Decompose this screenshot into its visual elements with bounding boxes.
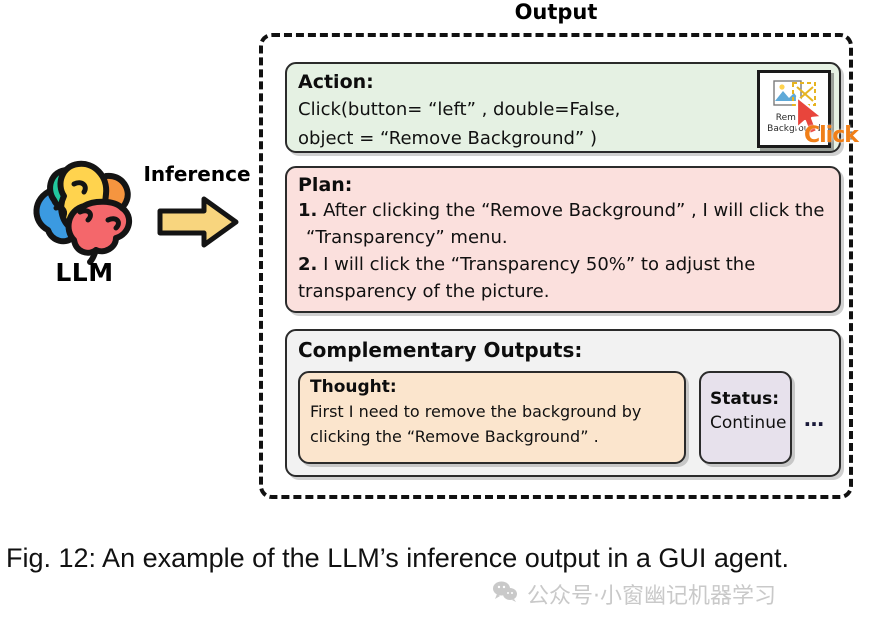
plan-step-2-number: 2. — [298, 254, 318, 275]
action-panel: Action: Click(button= “left” , double=Fa… — [285, 62, 859, 153]
inference-label: Inference — [143, 162, 251, 186]
status-value: Continue — [710, 413, 787, 433]
watermark: 公众号·小窗幽记机器学习 — [492, 578, 776, 610]
plan-step-1-line-2: “Transparency” menu. — [306, 227, 508, 248]
plan-panel: Plan: 1. After clicking the “Remove Back… — [285, 166, 841, 313]
plan-step-1-text: After clicking the “Remove Background” ,… — [317, 200, 825, 221]
click-annotation: Click — [804, 123, 859, 148]
plan-step-2-text: I will click the “Transparency 50%” to a… — [317, 254, 756, 275]
action-title: Action: — [298, 71, 374, 93]
plan-step-2-line-1: 2. I will click the “Transparency 50%” t… — [298, 251, 829, 278]
wechat-icon — [492, 580, 518, 608]
thumbnail-caption-line1: Remove — [775, 113, 813, 123]
status-panel: Status: Continue — [699, 371, 792, 464]
action-call-line2: object = “Remove Background” ) — [298, 128, 597, 149]
plan-step-1-number: 1. — [298, 200, 318, 221]
thumbnail-caption-line2: Background — [767, 124, 821, 134]
output-title: Output — [514, 0, 598, 24]
complementary-outputs-panel: Complementary Outputs: Thought: First I … — [285, 329, 841, 477]
status-title: Status: — [710, 389, 779, 409]
thought-title: Thought: — [310, 377, 397, 397]
thought-line-2: clicking the “Remove Background” . — [310, 427, 599, 446]
more-outputs-ellipsis: … — [804, 407, 825, 431]
right-arrow-icon — [152, 193, 244, 251]
brain-icon — [22, 150, 147, 265]
complementary-outputs-title: Complementary Outputs: — [298, 338, 583, 362]
remove-background-icon — [773, 79, 819, 117]
thought-line-1: First I need to remove the background by — [310, 402, 642, 421]
thumbnail-caption: Remove Background — [760, 113, 828, 135]
output-container: Action: Click(button= “left” , double=Fa… — [259, 33, 859, 499]
thought-panel: Thought: First I need to remove the back… — [298, 371, 686, 464]
figure-caption: Fig. 12: An example of the LLM’s inferen… — [6, 543, 789, 573]
remove-background-thumbnail[interactable]: Remove Background Click — [757, 70, 859, 148]
llm-label: LLM — [55, 258, 114, 287]
action-call-line1: Click(button= “left” , double=False, — [298, 99, 621, 120]
watermark-text: 公众号·小窗幽记机器学习 — [527, 584, 776, 609]
plan-step-2-line-2: transparency of the picture. — [298, 281, 550, 302]
plan-step-1-line-1: 1. After clicking the “Remove Background… — [298, 197, 829, 224]
plan-title: Plan: — [298, 174, 353, 196]
